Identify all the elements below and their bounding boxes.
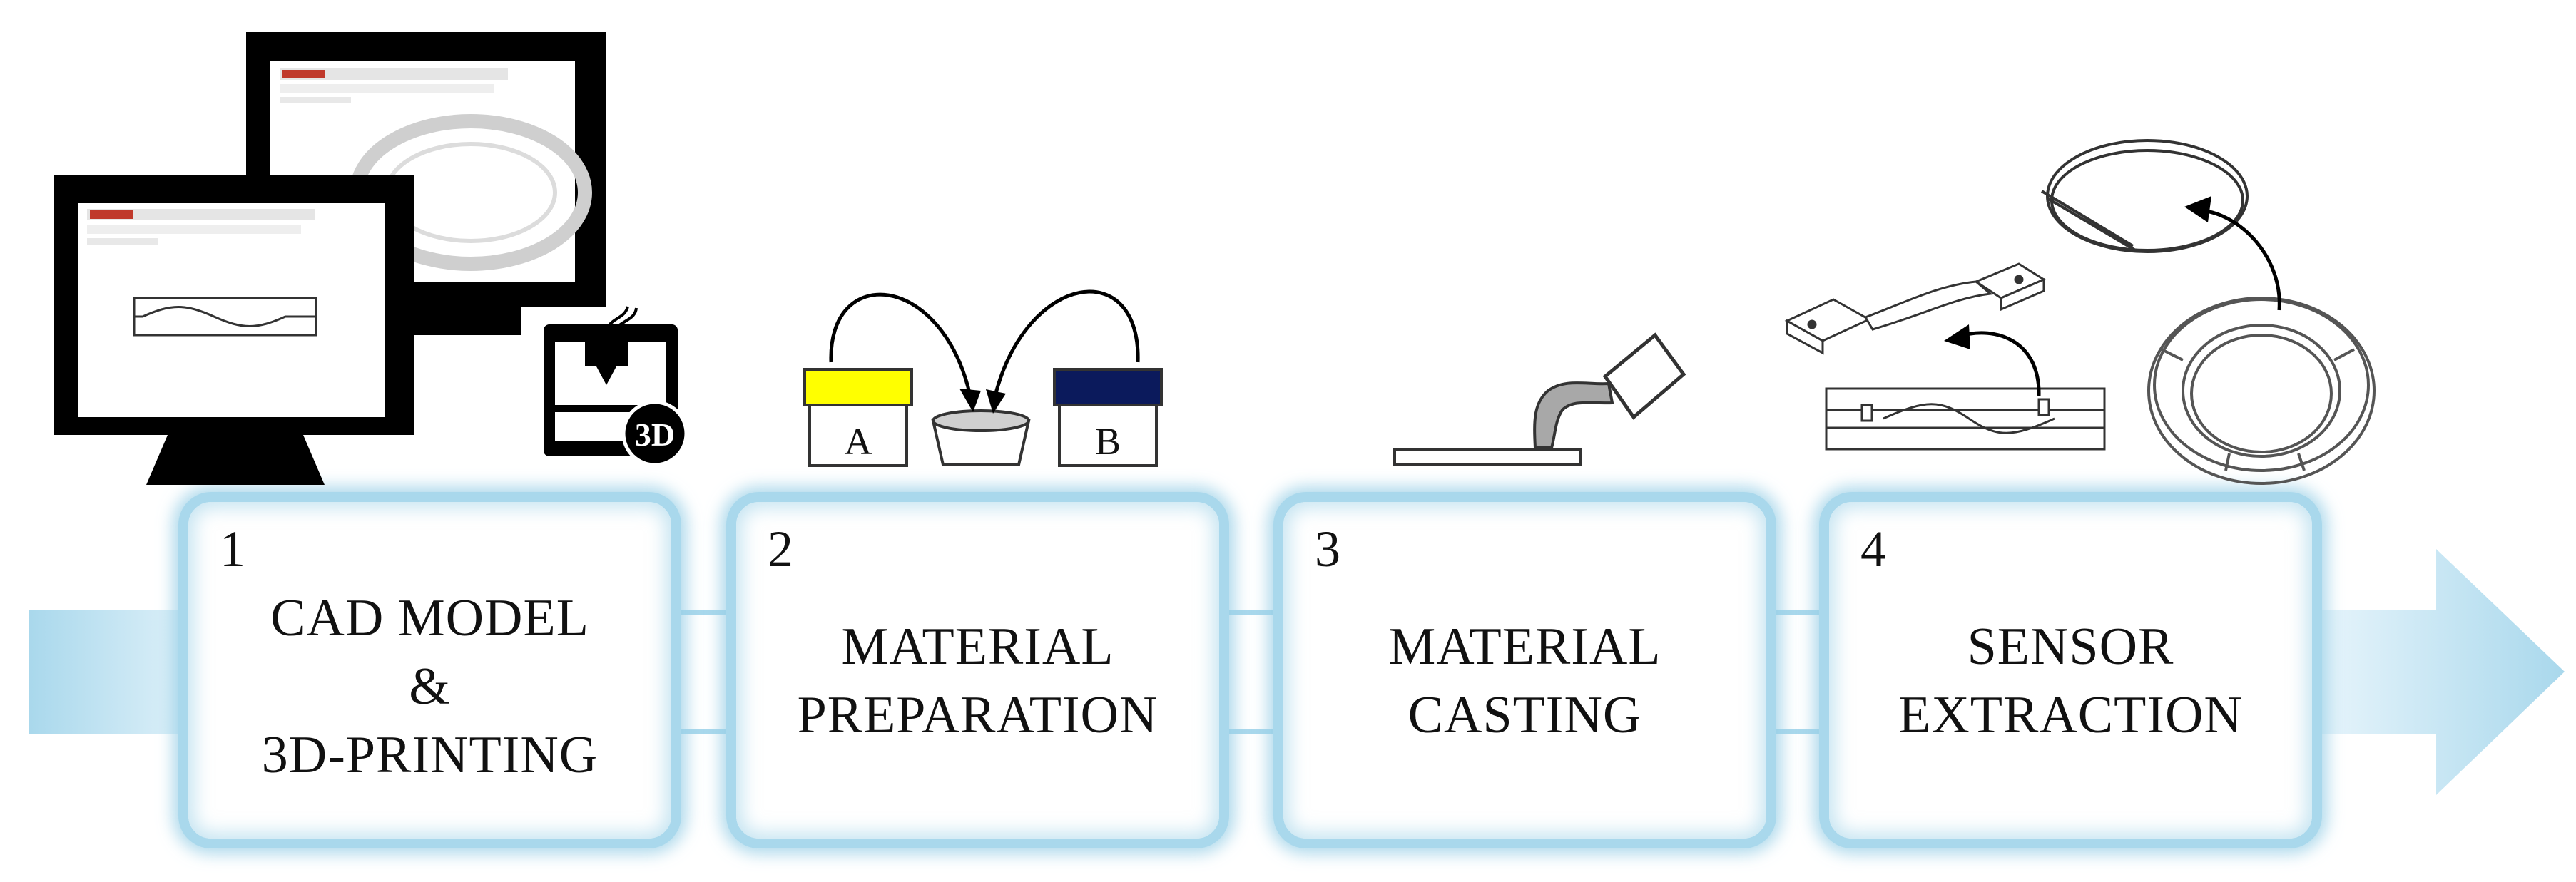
container-a-label: A: [845, 420, 872, 463]
monitor-icon: [54, 175, 414, 485]
step-1-title-line-2: &: [409, 657, 451, 716]
step-3-number: 3: [1315, 521, 1340, 578]
casting-trowel-icon: [1393, 332, 1686, 466]
3d-printer-icon: 3D: [544, 306, 688, 467]
step-4-title-line-1: SENSOR: [1967, 617, 2174, 676]
step-4-title-line-2: EXTRACTION: [1898, 686, 2243, 744]
step-1-number: 1: [220, 521, 245, 578]
step-2-title-line-2: PREPARATION: [797, 686, 1159, 744]
extracted-ring-icon: [2040, 139, 2249, 253]
arrow-head: [2322, 549, 2565, 795]
ring-sensor-icon: [2147, 297, 2376, 485]
extraction-arrow: [1944, 324, 2041, 396]
step-2-title-line-1: MATERIAL: [841, 617, 1114, 676]
container-a: A: [803, 368, 913, 467]
container-b-label: B: [1095, 420, 1121, 463]
step-4-box: 4 SENSOR EXTRACTION: [1819, 492, 2322, 848]
step-3-title-line-1: MATERIAL: [1388, 617, 1661, 676]
container-b: B: [1053, 368, 1163, 467]
step-2-number: 2: [768, 521, 793, 578]
extracted-sensor-icon: [1784, 262, 2047, 355]
step-1-box: 1 CAD MODEL & 3D-PRINTING: [178, 492, 681, 848]
step-4-number: 4: [1860, 521, 1886, 578]
printer-3d-badge: 3D: [635, 416, 675, 453]
pour-arrows: [829, 289, 1140, 414]
step-3-box: 3 MATERIAL CASTING: [1273, 492, 1776, 848]
illustrations: 3D A B: [54, 32, 2376, 485]
sensor-strip-icon: [1825, 387, 2106, 451]
step-1-title-line-3: 3D-PRINTING: [261, 726, 599, 784]
mixing-bowl-icon: [931, 409, 1031, 466]
ring-extraction-arrow: [2184, 196, 2281, 311]
step-1-title-line-1: CAD MODEL: [270, 589, 589, 647]
step-3-title-line-2: CASTING: [1407, 686, 1642, 744]
step-2-box: 2 MATERIAL PREPARATION: [726, 492, 1229, 848]
